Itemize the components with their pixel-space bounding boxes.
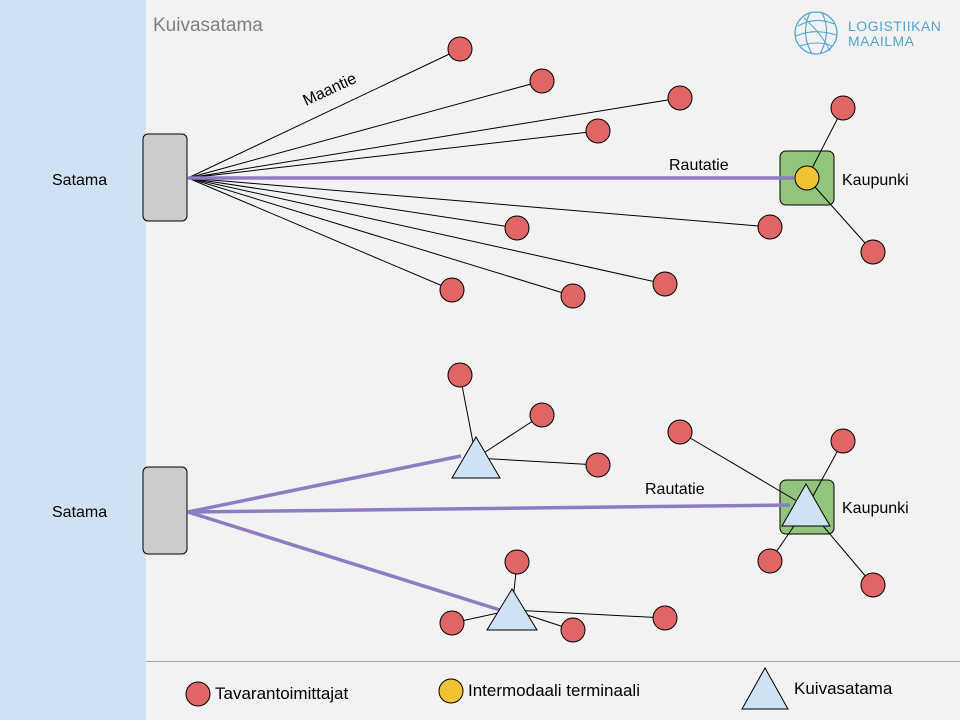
sea-area [0,0,146,720]
supplier-node [585,452,611,478]
supplier-node [560,283,586,309]
road-line [187,177,666,285]
supplier-node [667,85,693,111]
bottom-scenario: Satama Kaupunki Rautatie [52,362,909,643]
road-line [806,107,844,179]
legend-label-supplier: Tavarantoimittajat [215,684,349,703]
road-line [187,177,518,229]
port-label: Satama [52,504,107,521]
rail-lines [187,454,791,612]
road-lines [187,48,771,297]
top-scenario: Satama Kaupunki Rautatie Maantie [52,36,909,309]
road-line [187,97,681,179]
supplier-node [757,214,783,240]
rail-line [187,510,501,612]
supplier-node [529,402,555,428]
legend-label-terminal: Intermodaali terminaali [468,681,640,700]
page-title: Kuivasatama [153,15,263,36]
supplier-node [830,428,856,454]
road-line [806,177,874,253]
globe-icon [794,11,838,55]
port-block [142,466,188,555]
rail-label: Rautatie [645,481,705,498]
supplier-node [652,271,678,297]
supplier-node [447,362,473,388]
road-line [475,414,543,459]
port-block [142,133,188,222]
road-lines [451,374,666,631]
intermodal-terminal [794,165,820,191]
logo: LOGISTIIKAN MAAILMA [792,8,952,62]
road-line [187,177,574,297]
port-label: Satama [52,172,107,189]
red-circle-icon [185,681,211,707]
city-label: Kaupunki [842,172,909,189]
supplier-node [860,572,886,598]
logo-line-2: MAAILMA [848,33,915,49]
triangle-icon [741,666,789,710]
road-label: Maantie [301,70,360,110]
supplier-node [560,617,586,643]
supplier-node [667,419,693,445]
dry-port-node [486,588,538,631]
road-line [679,431,808,508]
rail-line [187,503,791,514]
road-line [187,177,771,228]
supplier-node [447,36,473,62]
yellow-circle-icon [438,678,464,704]
supplier-node [529,68,555,94]
road-line [511,609,666,619]
suppliers [439,362,886,643]
supplier-node [504,215,530,241]
legend-item-dry-port: Kuivasatama [740,666,892,712]
supplier-node [652,605,678,631]
supplier-node [504,549,530,575]
legend-item-supplier: Tavarantoimittajat [185,681,348,707]
road-line [187,80,543,179]
supplier-node [757,548,783,574]
rail-line [187,454,462,514]
dry-port-node [451,436,501,479]
supplier-node [439,277,465,303]
road-line [187,48,461,179]
legend-divider [146,661,960,662]
rail-label: Rautatie [669,157,729,174]
logo-line-1: LOGISTIIKAN [848,18,942,34]
suppliers [439,36,886,309]
dry-port-node [781,482,831,527]
supplier-node [439,610,465,636]
road-line [187,130,599,179]
logo-text: LOGISTIIKAN MAAILMA [848,19,941,49]
road-line [187,177,453,291]
legend-label-dry-port: Kuivasatama [794,679,893,698]
supplier-node [585,118,611,144]
legend-item-terminal: Intermodaali terminaali [438,678,640,704]
supplier-node [830,95,856,121]
city-label: Kaupunki [842,500,909,517]
supplier-node [860,239,886,265]
road-line [475,457,599,466]
